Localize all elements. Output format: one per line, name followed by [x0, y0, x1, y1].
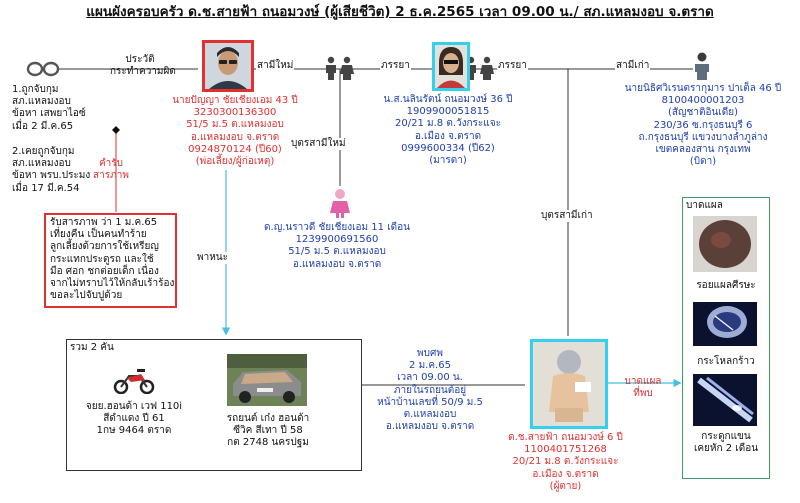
- discovery-info: พบศพ 2 ม.ค.65 เวลา 09.00 น. ภายในรถยนต์อ…: [377, 348, 483, 433]
- page-title: แผนผังครอบครัว ด.ช.สายฟ้า ถนอมวงษ์ (ผู้เ…: [86, 4, 714, 20]
- suspect-portrait-icon: [205, 43, 251, 89]
- arrest-record-2: 2.เคยถูกจับกุม สภ.แหลมงอบ ข้อหา พรบ.ประม…: [12, 146, 91, 194]
- car-photo: [227, 354, 307, 406]
- confession-label: คำรับ สารภาพ: [93, 158, 129, 182]
- victim-photo: [530, 339, 608, 429]
- wound-caption-1: รอยแผลศีรษะ: [696, 280, 756, 291]
- branch-dot: [112, 126, 120, 134]
- relation-child-ex: บุตรสามีเก่า: [540, 210, 594, 223]
- wounds-box-label: บาดแผล: [686, 200, 723, 211]
- motorcycle-icon: [113, 369, 155, 394]
- relation-wife-right: ภรรยา: [497, 60, 528, 73]
- couple-icon: [326, 56, 354, 80]
- arrest-record-1: 1.ถูกจับกุม สภ.แหลมงอบ ข้อหา เสพยาไอซ์ เ…: [12, 84, 86, 132]
- relation-new-husband: สามีใหม่: [256, 60, 295, 73]
- head-wound-icon: [693, 216, 757, 272]
- skull-xray-icon: [693, 302, 757, 346]
- vehicles-count-label: รวม 2 คัน: [70, 342, 114, 353]
- car-icon: [227, 354, 307, 406]
- wife-info: น.ส.นลินรัตน์ ถนอมวงษ์ 36 ปี 19099000518…: [383, 94, 513, 166]
- arm-xray-photo: [693, 374, 757, 426]
- suspect-photo: [202, 40, 254, 92]
- victim-portrait-icon: [533, 342, 605, 426]
- relation-vehicle: พาหนะ: [196, 252, 230, 265]
- head-wound-photo: [693, 216, 757, 272]
- vehicles-box: รวม 2 คัน จยย.ฮอนด้า เวฟ 110i สีดำแดง ปี…: [66, 339, 362, 471]
- ex-husband-info: นายนิธิศวิเรนตรากุมาร ปาเต็ล 46 ปี 81004…: [624, 83, 782, 168]
- wife-photo: [432, 42, 470, 91]
- motorcycle-info: จยย.ฮอนด้า เวฟ 110i สีดำแดง ปี 61 1กษ 94…: [85, 401, 183, 437]
- ex-husband-person-icon: [695, 52, 709, 80]
- daughter-person-icon: [330, 189, 350, 218]
- wound-caption-2: กระโหลกร้าว: [697, 356, 755, 367]
- wound-caption-3: กระดูกแขน เคยหัก 2 เดือน: [693, 431, 759, 455]
- handcuffs-icon: [26, 61, 60, 77]
- relation-child-new: บุตรสามีใหม่: [290, 138, 347, 151]
- confession-box: รับสารภาพ ว่า 1 ม.ค.65 เที่ยงคืน เป็นคนท…: [44, 213, 177, 308]
- arm-bone-xray-icon: [693, 374, 757, 426]
- car-info: รถยนต์ เก๋ง ฮอนด้า ซีวิค สีเทา ปี 58 กต …: [226, 413, 310, 449]
- skull-xray-photo: [693, 302, 757, 346]
- relation-wife-left: ภรรยา: [380, 60, 411, 73]
- victim-info: ด.ช.สายฟ้า ถนอมวงษ์ 6 ปี 1100401751268 2…: [508, 432, 623, 492]
- history-label: ประวัติ กระทำความผิด: [110, 54, 176, 78]
- wounds-found-label: บาดแผล ที่พบ: [624, 376, 662, 400]
- relation-ex-husband: สามีเก่า: [615, 60, 651, 73]
- wife-portrait-icon: [435, 45, 467, 88]
- daughter-info: ด.ญ.นราวดี ชัยเชียงเอม 11 เดือน 12399006…: [264, 222, 410, 270]
- wounds-box: บาดแผล รอยแผลศีรษะ กระโหลกร้าว กระดูกแขน: [682, 197, 770, 479]
- suspect-info: นายปัญญา ชัยเชียงเอม 43 ปี 3230300136300…: [172, 95, 298, 167]
